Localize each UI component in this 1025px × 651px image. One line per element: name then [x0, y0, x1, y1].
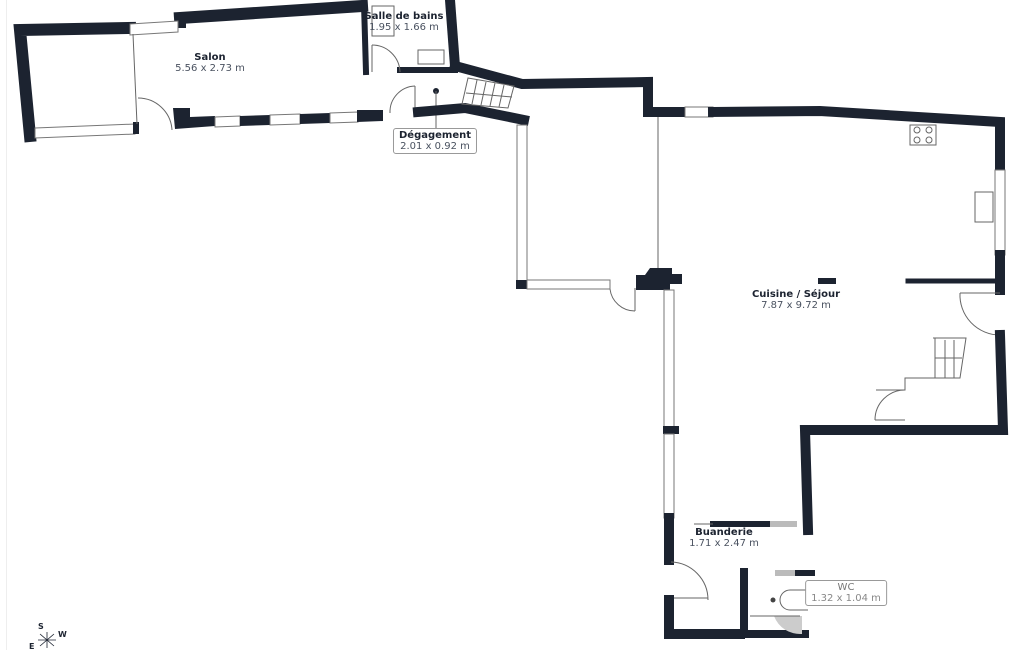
- page-edge: [6, 0, 7, 650]
- compass-west: W: [58, 630, 67, 639]
- kitchen-walls: [516, 105, 1009, 536]
- room-name: WC: [837, 582, 855, 593]
- compass-east: E: [29, 642, 35, 651]
- room-dimensions: 2.01 x 0.92 m: [400, 141, 470, 152]
- degagement: [389, 59, 653, 128]
- room-name: Buanderie: [695, 527, 753, 538]
- buanderie-walls: [663, 289, 797, 639]
- salon-walls: [13, 0, 383, 143]
- compass-south: S: [38, 622, 44, 631]
- room-label-wc: WC 1.32 x 1.04 m: [805, 580, 887, 606]
- compass-rose-icon: [38, 632, 56, 648]
- room-label-buanderie: Buanderie 1.71 x 2.47 m: [689, 527, 759, 549]
- room-label-salle-de-bains: Salle de bains 1.95 x 1.66 m: [365, 11, 444, 33]
- room-dimensions: 1.32 x 1.04 m: [811, 593, 881, 604]
- room-dimensions: 1.95 x 1.66 m: [369, 22, 439, 33]
- room-label-cuisine-sejour: Cuisine / Séjour 7.87 x 9.72 m: [752, 289, 840, 311]
- room-name: Salle de bains: [364, 11, 444, 22]
- bathroom-walls: [360, 0, 461, 76]
- room-dimensions: 5.56 x 2.73 m: [175, 63, 245, 74]
- room-dimensions: 7.87 x 9.72 m: [761, 300, 831, 311]
- room-dimensions: 1.71 x 2.47 m: [689, 538, 759, 549]
- room-label-salon: Salon 5.56 x 2.73 m: [175, 52, 245, 74]
- wc-walls: [740, 568, 815, 638]
- room-name: Cuisine / Séjour: [751, 289, 841, 300]
- room-name: Dégagement: [398, 130, 472, 141]
- room-name: Salon: [194, 52, 226, 63]
- room-label-degagement: Dégagement 2.01 x 0.92 m: [392, 128, 478, 154]
